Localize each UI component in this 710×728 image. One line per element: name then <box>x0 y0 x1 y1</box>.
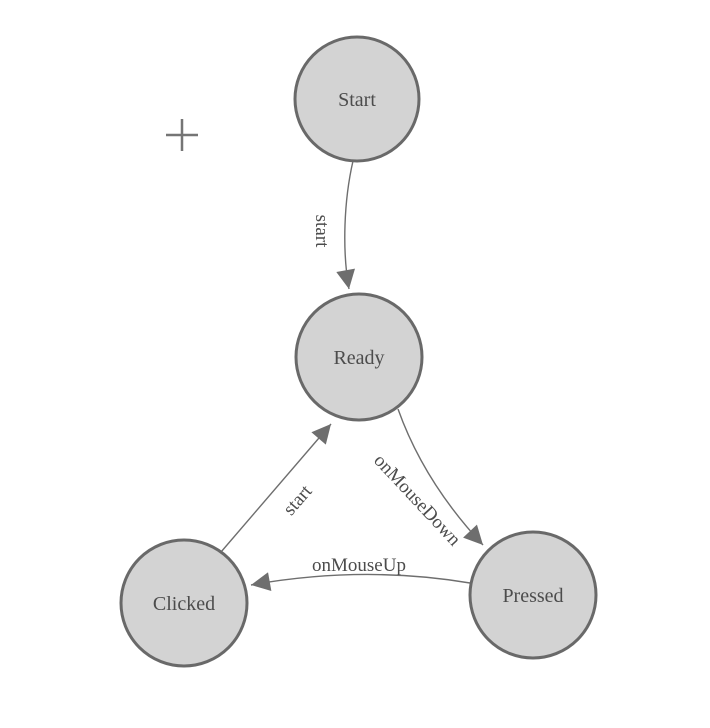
node-ready-circle[interactable] <box>294 292 424 422</box>
node-ready[interactable]: Ready <box>294 292 424 422</box>
node-pressed[interactable]: Pressed <box>468 530 598 660</box>
edge-ready-to-pressed[interactable]: onMouseDown <box>369 408 484 551</box>
edge-label-ready-to-pressed[interactable]: onMouseDown <box>369 450 465 550</box>
edge-label-start-to-ready[interactable]: start <box>311 215 332 248</box>
node-start-circle[interactable] <box>293 35 421 163</box>
crosshair-plus-icon <box>166 119 198 151</box>
node-start[interactable]: Start <box>293 35 421 163</box>
edge-path-pressed-to-clicked[interactable] <box>250 572 471 592</box>
node-ready-label: Ready <box>333 347 384 369</box>
node-clicked-label: Clicked <box>153 593 215 615</box>
node-clicked-circle[interactable] <box>119 538 249 668</box>
edge-label-pressed-to-clicked[interactable]: onMouseUp <box>312 555 406 576</box>
node-start-label: Start <box>338 89 376 111</box>
edge-path-clicked-to-ready[interactable] <box>220 423 332 553</box>
node-pressed-label: Pressed <box>502 585 563 607</box>
edge-path-ready-to-pressed[interactable] <box>397 408 484 546</box>
edge-clicked-to-ready[interactable]: start <box>220 423 332 553</box>
node-pressed-circle[interactable] <box>468 530 598 660</box>
edge-path-start-to-ready[interactable] <box>336 160 355 290</box>
edge-label-clicked-to-ready[interactable]: start <box>279 481 317 520</box>
edge-pressed-to-clicked[interactable]: onMouseUp <box>250 555 471 592</box>
node-clicked[interactable]: Clicked <box>119 538 249 668</box>
edge-start-to-ready[interactable]: start <box>311 160 355 290</box>
